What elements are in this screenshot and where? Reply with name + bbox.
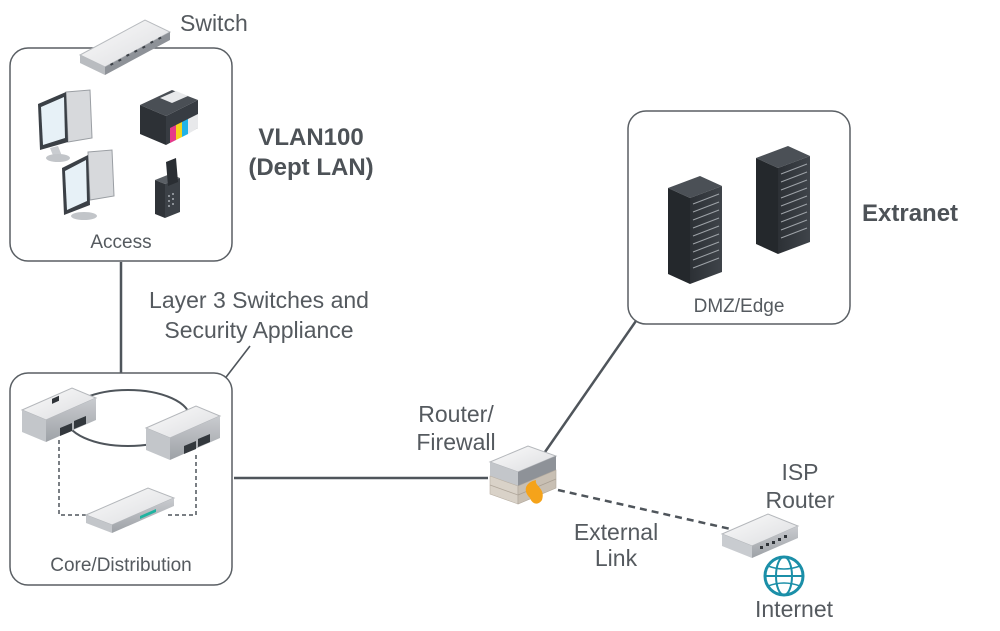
- router-label-line2: Firewall: [416, 429, 496, 455]
- vlan-label-line2: (Dept LAN): [248, 154, 374, 181]
- l3-appliance-label: Layer 3 Switches and Security Appliance: [124, 285, 394, 345]
- appliance-icon: [84, 487, 176, 533]
- external-link-label: External Link: [556, 519, 676, 571]
- core-zone-label: Core/Distribution: [50, 555, 192, 576]
- access-zone-label: Access: [90, 232, 152, 253]
- dmz-zone-label: DMZ/Edge: [693, 296, 785, 317]
- switch-label: Switch: [180, 10, 248, 36]
- isp-router-label: ISP Router: [752, 458, 848, 514]
- switch-icon: [78, 19, 172, 75]
- appliance-link-left: [58, 440, 86, 516]
- external-label-line2: Link: [594, 545, 638, 571]
- vlan-label-line1: VLAN100: [258, 124, 364, 151]
- appliance-link-right: [168, 455, 197, 516]
- monitor-icon: [62, 149, 115, 220]
- access-zone-box: [9, 47, 233, 262]
- monitor-icon: [38, 89, 93, 162]
- isp-label-line2: Router: [765, 487, 835, 513]
- router-firewall-label: Router/ Firewall: [396, 400, 516, 456]
- router-dmz-link: [543, 317, 640, 453]
- phone-icon: [155, 158, 180, 218]
- firewall-router-icon: [488, 445, 558, 505]
- external-link-line: [557, 488, 736, 532]
- dmz-zone-box: [627, 110, 851, 325]
- router-label-line1: Router/: [418, 401, 494, 427]
- isp-label-line1: ISP: [781, 459, 819, 485]
- l3-switch-icon: [144, 405, 222, 460]
- l3-label-line2: Security Appliance: [164, 317, 354, 343]
- server-rack-icon: [668, 176, 722, 284]
- external-label-line1: External: [573, 519, 659, 545]
- vlan-label: VLAN100 (Dept LAN): [236, 124, 386, 182]
- extranet-label: Extranet: [862, 200, 959, 227]
- l3-label-line1: Layer 3 Switches and: [149, 287, 369, 313]
- globe-icon: [763, 555, 805, 597]
- internet-label: Internet: [755, 596, 833, 622]
- l3-switch-icon: [20, 387, 98, 442]
- server-rack-icon: [756, 146, 810, 254]
- isp-router-icon: [720, 513, 800, 558]
- printer-icon: [140, 90, 198, 145]
